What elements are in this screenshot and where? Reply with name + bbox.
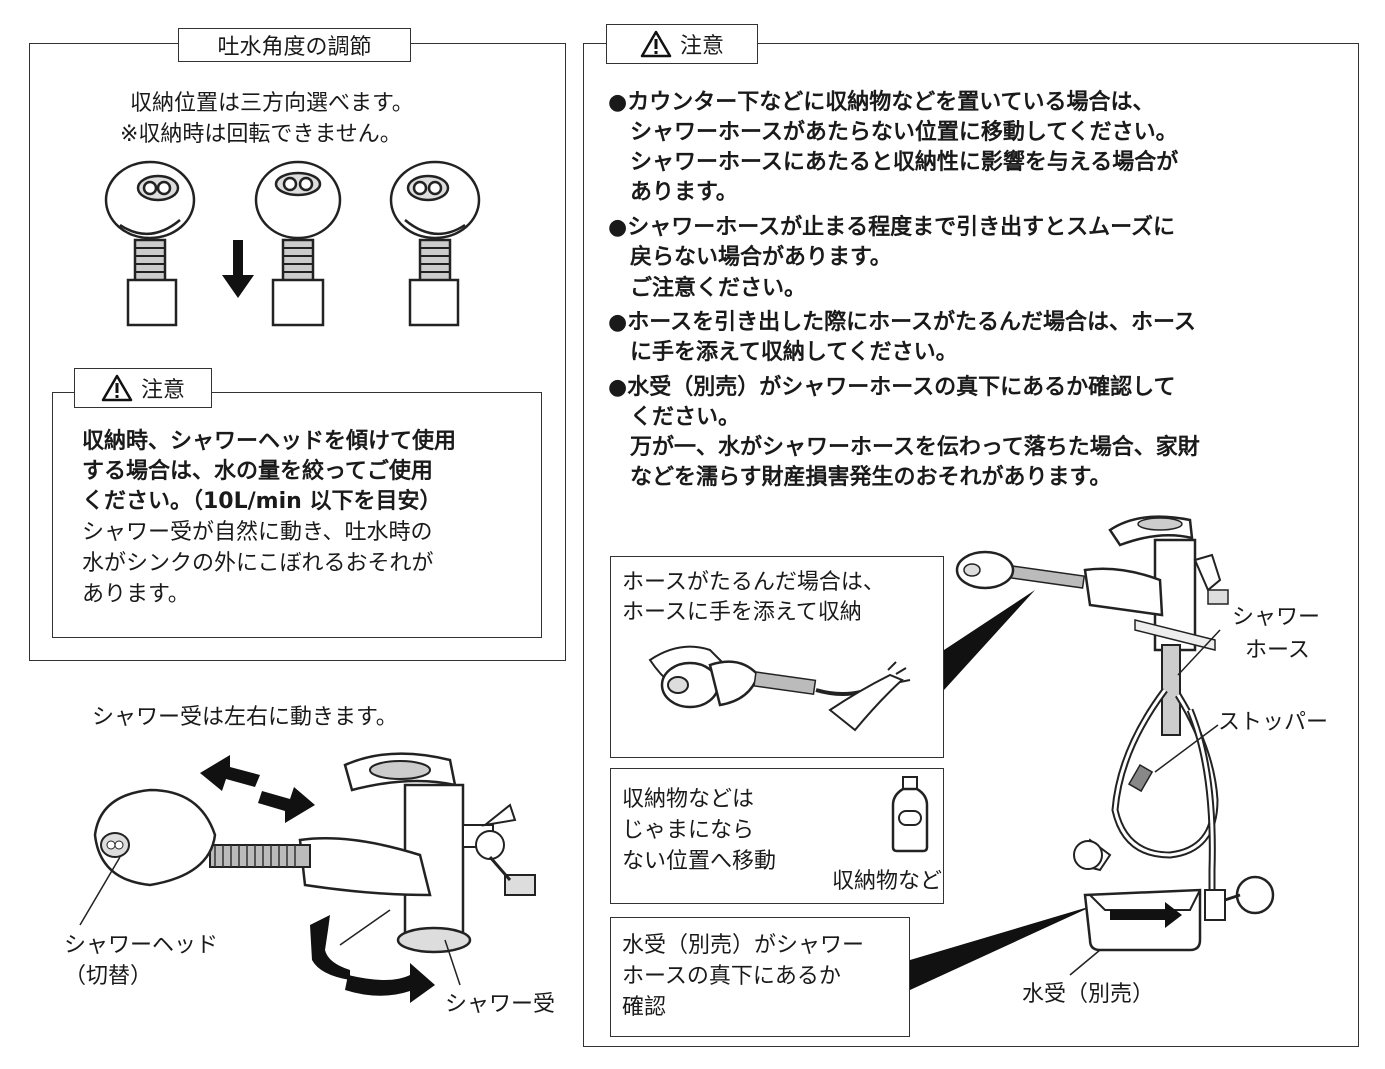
tray-check-text-2: ホースの真下にあるか — [622, 964, 841, 989]
label-stopper: ストッパー — [1218, 710, 1329, 735]
slack-hose-text-1: ホースがたるんだ場合は、 — [622, 570, 885, 595]
bottle-icon — [891, 776, 929, 853]
bullet-1-line-2: シャワーホースがあたらない位置に移動してください。 — [608, 120, 1178, 145]
rotate-arrow-icon — [310, 915, 435, 1003]
hand-guiding-hose-illustration — [648, 645, 911, 732]
label-shower-hose-2: ホース — [1245, 638, 1310, 663]
tray-check-text-1: 水受（別売）がシャワー — [622, 933, 865, 958]
bullet-3-line-1: ●ホースを引き出した際にホースがたるんだ場合は、ホース — [608, 310, 1196, 335]
bullet-2-line-3: ご注意ください。 — [608, 276, 807, 301]
angle-adjust-title-text: 吐水角度の調節 — [217, 35, 372, 60]
shower-head-left — [104, 160, 196, 327]
double-arrow-icon — [200, 755, 315, 823]
faucet-illustration — [79, 752, 536, 1003]
bullet-1-line-4: あります。 — [608, 180, 738, 205]
label-shower-hose-1: シャワー — [1232, 605, 1321, 630]
shower-head-right — [389, 160, 481, 327]
label-water-tray: 水受（別売） — [1022, 982, 1155, 1007]
bullet-1-line-1: ●カウンター下などに収納物などを置いている場合は、 — [608, 90, 1155, 115]
warning-icon — [101, 374, 133, 402]
receiver-moves-heading: シャワー受は左右に動きます。 — [92, 705, 398, 730]
left-caution-box — [52, 392, 542, 638]
label-shower-receiver: シャワー受 — [445, 992, 556, 1017]
bullet-1-line-3: シャワーホースにあたると収納性に影響を与える場合が — [608, 150, 1179, 175]
tray-check-text-3: 確認 — [622, 995, 667, 1020]
label-shower-head: シャワーヘッド — [64, 933, 219, 958]
storage-items-box — [610, 768, 944, 904]
intro-line-2: ※収納時は回転できません。 — [120, 122, 402, 147]
shower-head-center — [254, 160, 342, 327]
bullet-4-line-4: などを濡らす財産損害発生のおそれがあります。 — [608, 465, 1112, 490]
right-caution-tab: 注意 — [606, 24, 758, 64]
shower-head-positions-illustration — [104, 160, 481, 327]
angle-adjust-title: 吐水角度の調節 — [178, 28, 411, 62]
arrow-down-icon — [222, 240, 254, 298]
bullet-4-line-1: ●水受（別売）がシャワーホースの真下にあるか確認して — [608, 375, 1176, 400]
bullet-4-line-2: ください。 — [608, 405, 741, 430]
slack-hose-text-2: ホースに手を添えて収納 — [622, 600, 862, 625]
bullet-2-line-1: ●シャワーホースが止まる程度まで引き出すとスムーズに — [608, 215, 1175, 240]
storage-text-3: ない位置へ移動 — [622, 849, 777, 874]
right-caution-panel — [583, 43, 1359, 1047]
bullet-2-line-2: 戻らない場合があります。 — [608, 245, 892, 270]
right-caution-title: 注意 — [679, 34, 724, 59]
left-caution-tab: 注意 — [74, 368, 212, 408]
storage-text-2: じゃまになら — [622, 818, 755, 843]
bullet-3-line-2: に手を添えて収納してください。 — [608, 340, 958, 365]
left-caution-title: 注意 — [140, 378, 185, 403]
left-caution-bold-2: する場合は、水の量を絞ってご使用 — [82, 459, 433, 484]
storage-text-1: 収納物などは — [622, 787, 755, 812]
left-caution-text-1: シャワー受が自然に動き、吐水時の — [82, 520, 433, 545]
left-caution-bold-1: 収納時、シャワーヘッドを傾けて使用 — [82, 429, 457, 454]
warning-icon — [640, 30, 672, 58]
storage-item-label: 収納物など — [832, 869, 943, 894]
intro-line-1: 収納位置は三方向選べます。 — [130, 91, 414, 116]
under-sink-assembly-illustration — [955, 515, 1275, 976]
left-caution-text-2: 水がシンクの外にこぼれるおそれが — [82, 551, 434, 576]
left-caution-text-3: あります。 — [82, 582, 190, 607]
label-shower-head-sub: （切替） — [64, 964, 153, 989]
tray-check-box — [610, 917, 910, 1037]
left-caution-bold-3: ください。（10L/min 以下を目安） — [82, 489, 442, 514]
bullet-4-line-3: 万が一、水がシャワーホースを伝わって落ちた場合、家財 — [608, 435, 1200, 460]
